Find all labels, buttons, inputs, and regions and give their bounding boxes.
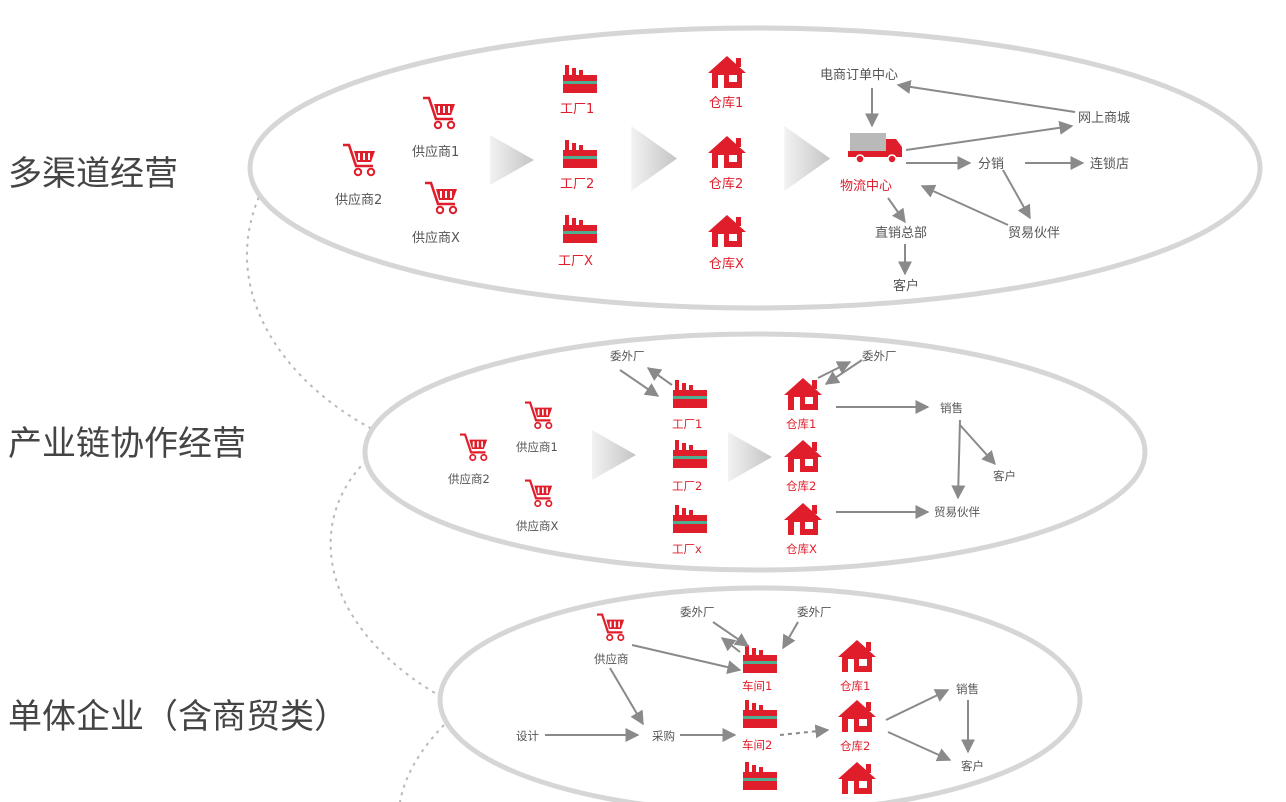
warehouse-label: 仓库X (709, 256, 744, 272)
customer-label: 客户 (893, 278, 919, 294)
factory-label: 工厂1 (672, 417, 702, 431)
supplier-label: 供应商2 (448, 472, 490, 486)
factory-label: 工厂x (672, 542, 702, 556)
purchase-label: 采购 (652, 729, 675, 743)
supplier-label: 供应商X (516, 519, 558, 533)
dotted-connector (245, 189, 379, 433)
factory-label: 工厂2 (560, 177, 594, 192)
outsource-factory-label: 委外厂 (680, 605, 715, 619)
industry-chain-section: 供应商2 供应商1 供应商X 委外厂 工厂1 工厂2 工厂x 委外厂 仓库1 仓… (448, 349, 1016, 556)
partner-label: 贸易伙伴 (934, 505, 980, 519)
logistics-center-label: 物流中心 (840, 179, 892, 194)
workshop-label: 车间2 (742, 738, 772, 752)
design-label: 设计 (516, 729, 539, 743)
outsource-factory-label: 委外厂 (610, 349, 645, 363)
outsource-factory-label: 委外厂 (862, 349, 897, 363)
supplier-label: 供应商2 (335, 192, 382, 208)
factory-label: 工厂X (558, 254, 593, 269)
section-title-chain: 产业链协作经营 (8, 424, 246, 464)
dotted-connector (399, 724, 445, 802)
section-ellipse-multi (247, 25, 1263, 311)
section-ellipse-single (437, 585, 1083, 802)
distribution-label: 分销 (978, 157, 1004, 172)
supplier-label: 供应商X (412, 230, 460, 246)
online-mall-label: 网上商城 (1078, 111, 1130, 126)
ecommerce-order-center-label: 电商订单中心 (820, 68, 898, 83)
factory-label: 工厂2 (672, 479, 702, 493)
partner-label: 贸易伙伴 (1008, 226, 1060, 241)
sales-label: 销售 (940, 401, 963, 415)
outsource-factory-label: 委外厂 (797, 605, 832, 619)
supplier-label: 供应商1 (516, 440, 558, 454)
warehouse-label: 仓库2 (709, 176, 743, 192)
warehouse-label: 仓库1 (786, 417, 816, 431)
sales-label: 销售 (956, 682, 979, 696)
customer-label: 客户 (961, 759, 984, 773)
workshop-label: 车间1 (742, 679, 772, 693)
supplier-label: 供应商1 (412, 144, 459, 160)
warehouse-label: 仓库1 (840, 679, 870, 693)
factory-label: 工厂1 (560, 102, 594, 117)
chain-store-label: 连锁店 (1090, 156, 1129, 172)
warehouse-label: 仓库1 (709, 95, 743, 111)
customer-label: 客户 (993, 469, 1016, 483)
supplier-label: 供应商 (594, 652, 629, 666)
sales-hq-label: 直销总部 (875, 226, 927, 241)
warehouse-label: 仓库2 (840, 739, 870, 753)
warehouse-label: 仓库2 (786, 479, 816, 493)
warehouse-label: 仓库X (786, 542, 817, 556)
multi-channel-section: 供应商2 供应商1 供应商X 工厂1 工厂2 工厂X 仓库1 仓库2 仓库X 物… (335, 56, 1130, 294)
single-enterprise-section: 供应商 委外厂 委外厂 设计 采购 车间1 车间2 仓库1 仓库2 销售 客户 (516, 605, 984, 794)
section-title-single: 单体企业（含商贸类） (8, 697, 348, 737)
section-title-multi: 多渠道经营 (8, 154, 178, 194)
